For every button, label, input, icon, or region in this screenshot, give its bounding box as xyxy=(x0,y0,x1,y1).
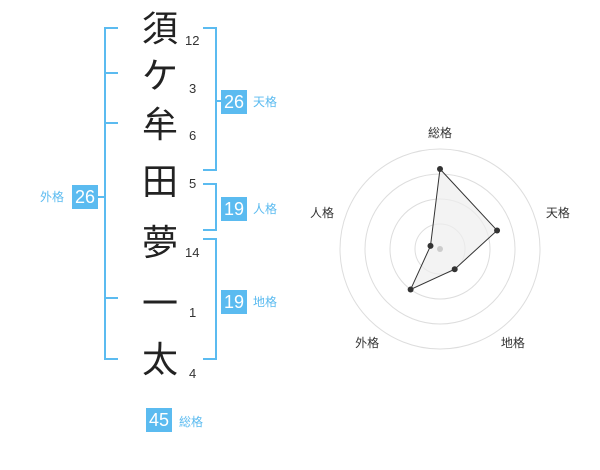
radar-center-dot xyxy=(437,246,443,252)
stroke-count: 4 xyxy=(189,366,197,381)
radar-axis-label: 地格 xyxy=(501,335,525,350)
name-char: 牟 xyxy=(141,105,178,146)
stroke-count: 14 xyxy=(185,245,200,260)
radar-axis-label: 天格 xyxy=(546,205,570,220)
radar-points xyxy=(407,166,501,293)
radar-ring xyxy=(339,148,541,350)
radar-point-3 xyxy=(407,286,414,293)
name-char: 須 xyxy=(141,9,178,50)
gaikaku-score: 26 xyxy=(72,185,98,209)
stroke-count: 1 xyxy=(189,305,197,320)
stroke-count: 5 xyxy=(189,176,197,191)
radar-axis-label: 人格 xyxy=(310,205,334,220)
soukaku-label: 総格 xyxy=(179,415,204,429)
name-char: 一 xyxy=(141,284,178,325)
jinkaku-score: 19 xyxy=(221,197,247,221)
chikaku-score: 19 xyxy=(221,290,247,314)
gaikaku-label: 外格 xyxy=(40,190,65,204)
tenkaku-score: 26 xyxy=(221,90,247,114)
stroke-count: 3 xyxy=(189,81,197,96)
chikaku-label: 地格 xyxy=(253,295,278,309)
stroke-count: 12 xyxy=(185,33,200,48)
tenkaku-label: 天格 xyxy=(253,95,278,109)
radar-point-4 xyxy=(427,242,434,249)
jinkaku-label: 人格 xyxy=(253,202,278,216)
stroke-count: 6 xyxy=(189,128,197,143)
radar-point-1 xyxy=(494,227,501,234)
name-char: ケ xyxy=(141,56,178,97)
soukaku-score: 45 xyxy=(146,408,172,432)
radar-point-0 xyxy=(437,166,443,172)
name-char: 夢 xyxy=(141,223,178,264)
radar-point-2 xyxy=(451,266,458,273)
radar-axis-label: 外格 xyxy=(355,335,379,350)
radar-polygon xyxy=(409,167,498,291)
name-char: 太 xyxy=(141,340,178,381)
name-char: 田 xyxy=(141,162,178,203)
radar-axis-label: 総格 xyxy=(428,125,452,140)
